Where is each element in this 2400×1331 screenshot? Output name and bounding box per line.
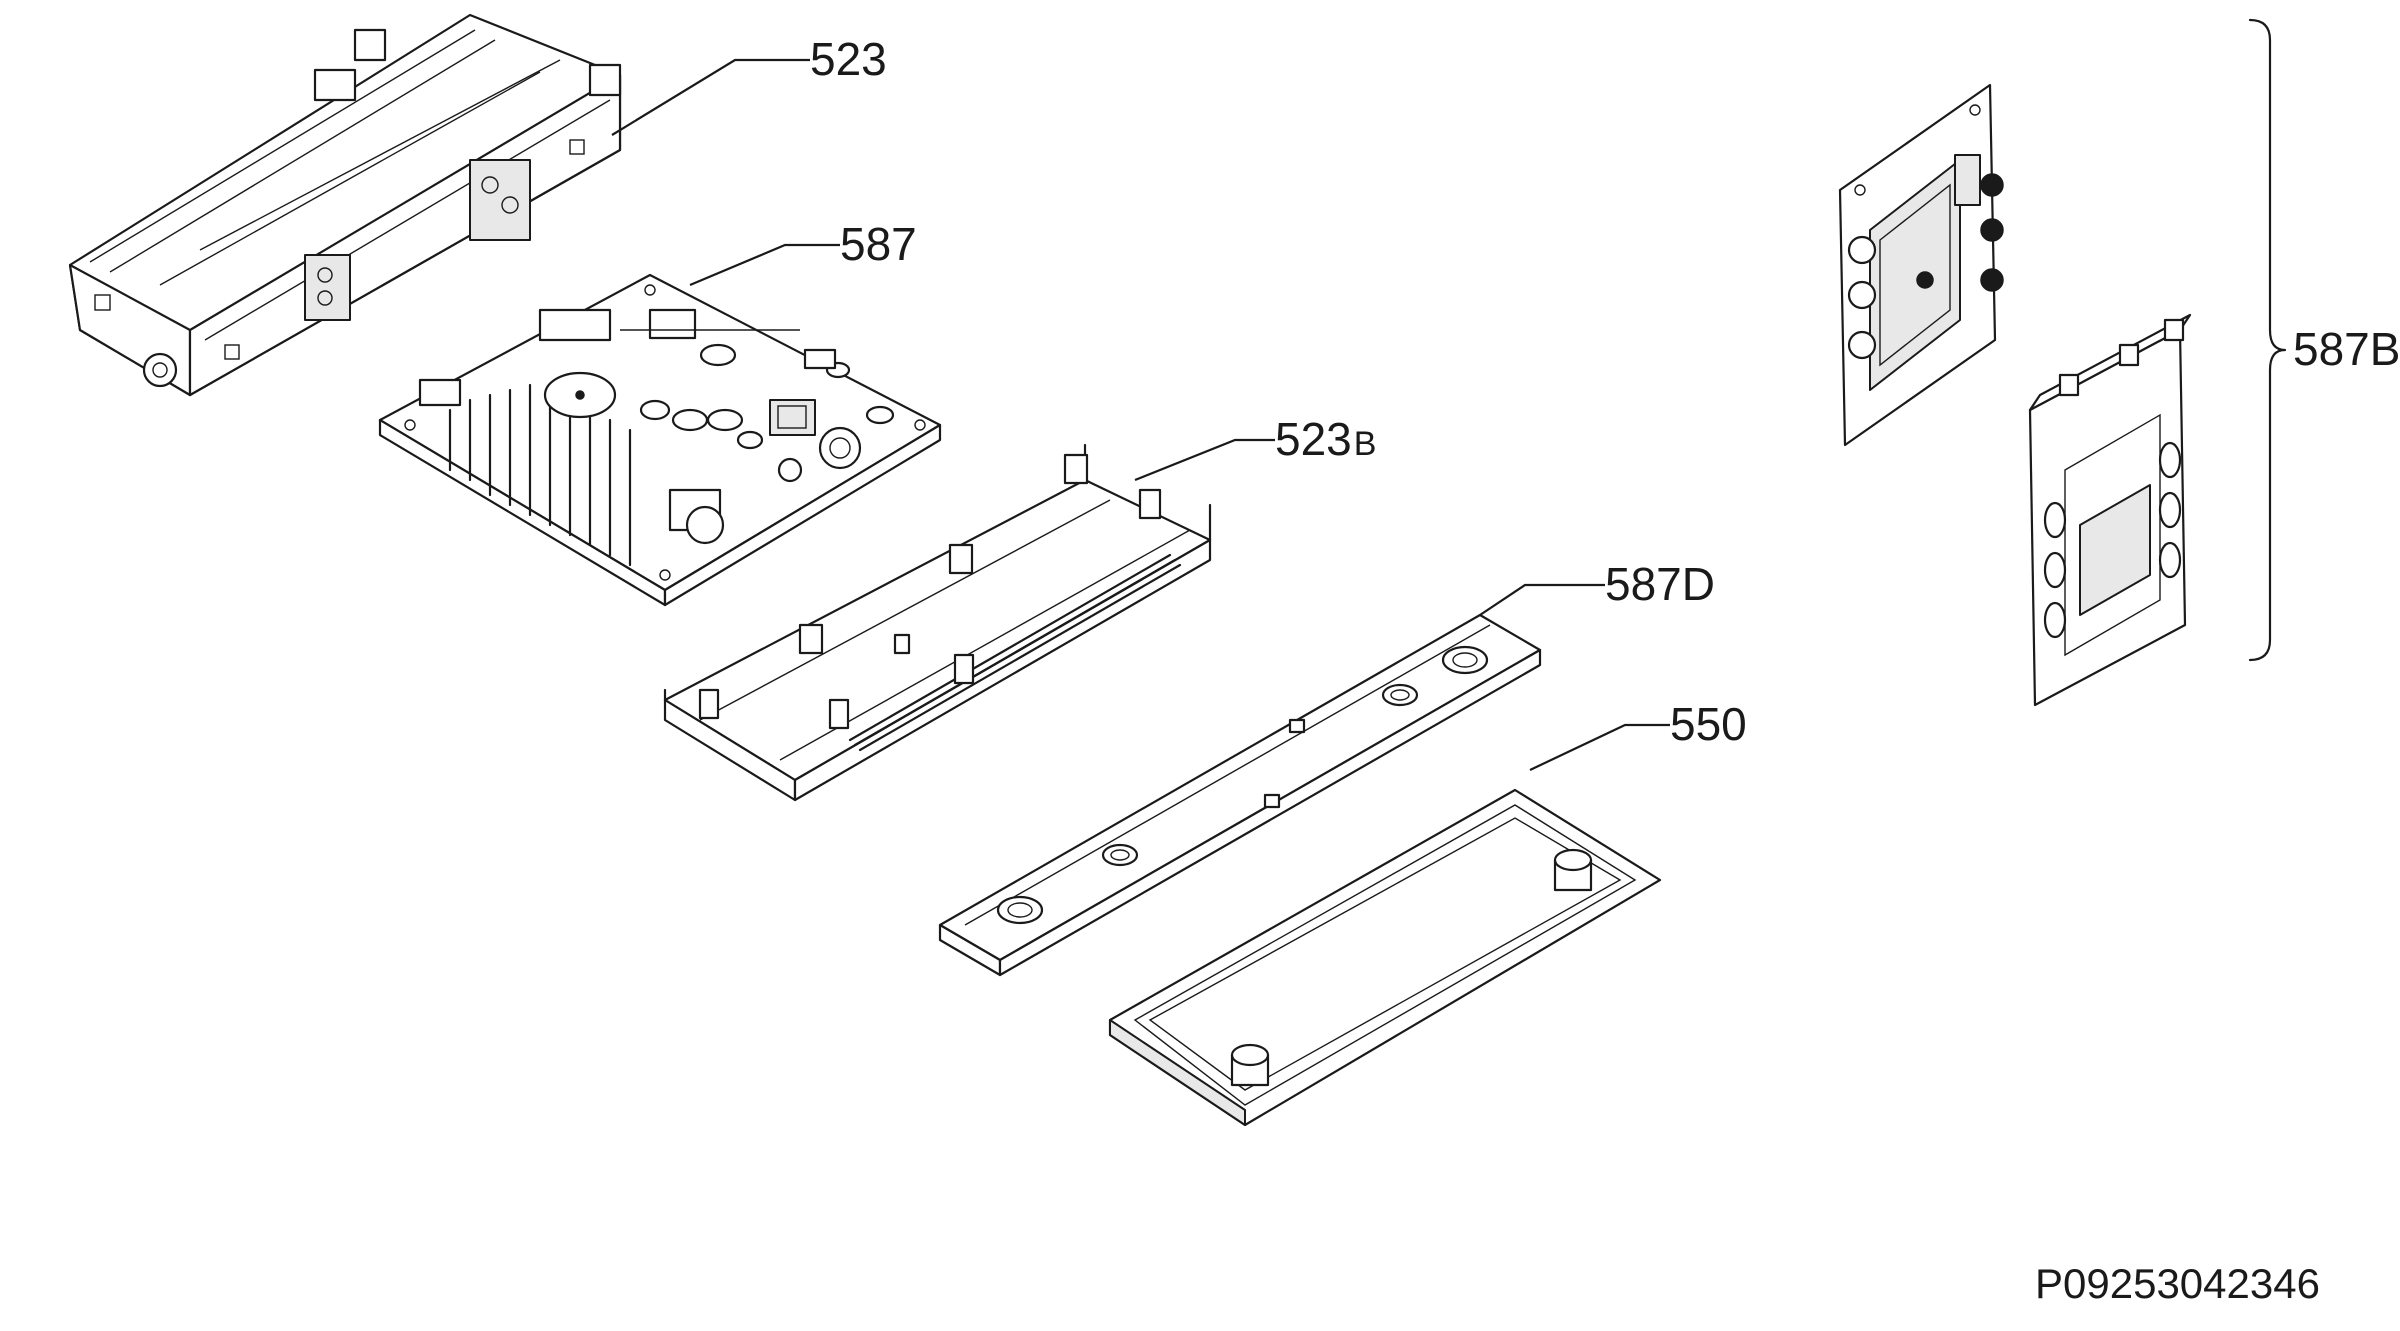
- reference-code: P09253042346: [2035, 1260, 2320, 1307]
- part-587d-strip: [938, 613, 1542, 977]
- part-523-housing: [68, 13, 622, 397]
- pcb-heatsink-fins: [448, 383, 632, 567]
- label-523b: 523B: [1275, 413, 1376, 465]
- display-board-knobs: [1847, 173, 2004, 360]
- part-550-frame: [1108, 788, 1662, 1127]
- label-587: 587: [840, 218, 917, 270]
- part-587-pcb: [378, 273, 942, 607]
- label-523: 523: [810, 33, 887, 85]
- label-587b: 587B: [2293, 323, 2400, 375]
- label-587d: 587D: [1605, 558, 1715, 610]
- part-587b-display-board: [1838, 83, 2004, 447]
- bracket-587b: [2248, 18, 2287, 662]
- part-523b-tray: [663, 443, 1212, 802]
- label-550: 550: [1670, 698, 1747, 750]
- part-587b-display-frame: [2028, 313, 2192, 707]
- tray-rail-lines: [848, 553, 1182, 752]
- pcb-capacitors: [639, 343, 895, 450]
